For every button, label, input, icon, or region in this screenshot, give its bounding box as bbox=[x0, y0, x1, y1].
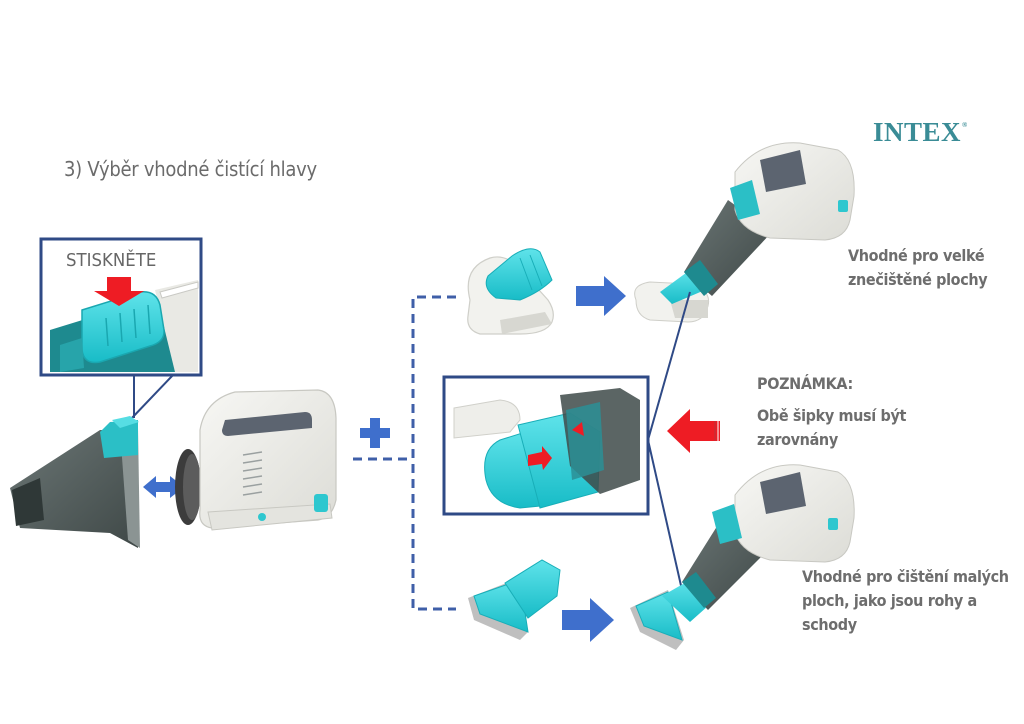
note-body: Obě šipky musí být zarovnány bbox=[757, 404, 946, 452]
description-line: znečištěné plochy bbox=[848, 270, 988, 289]
assembled-vacuum-small-head bbox=[630, 464, 855, 650]
arrow-left-red-icon bbox=[667, 409, 720, 453]
note-title: POZNÁMKA: bbox=[757, 374, 853, 393]
double-arrow-icon bbox=[143, 476, 184, 498]
note-line: Obě šipky musí být bbox=[757, 406, 907, 425]
large-surface-head-illustration bbox=[467, 248, 554, 335]
nozzle-tube-illustration bbox=[10, 416, 140, 548]
motor-unit-illustration bbox=[175, 389, 337, 531]
detail-leader-line bbox=[647, 439, 683, 591]
small-surface-head-illustration bbox=[468, 559, 561, 640]
note-line: zarovnány bbox=[757, 430, 838, 449]
step-title: 3) Výběr vhodné čistící hlavy bbox=[64, 157, 317, 181]
large-surface-description: Vhodné pro velké znečištěné plochy bbox=[848, 244, 1024, 292]
plus-icon bbox=[360, 418, 390, 448]
assembled-vacuum-large-head bbox=[634, 142, 855, 323]
description-line: Vhodné pro čištění malých bbox=[802, 567, 1009, 586]
dashed-connector bbox=[353, 295, 456, 611]
detail-leader-line bbox=[647, 291, 691, 441]
registered-mark: ® bbox=[962, 121, 968, 129]
arrow-right-icon bbox=[562, 598, 614, 642]
brand-logo-text: INTEX bbox=[873, 117, 962, 147]
alignment-detail-box bbox=[442, 375, 650, 516]
description-line: ploch, jako jsou rohy a bbox=[802, 591, 977, 610]
press-label: STISKNĚTE bbox=[66, 250, 157, 271]
small-surface-description: Vhodné pro čištění malých ploch, jako js… bbox=[802, 565, 1018, 637]
callout-leader-line bbox=[129, 374, 174, 421]
description-line: schody bbox=[802, 615, 857, 634]
description-line: Vhodné pro velké bbox=[848, 246, 985, 265]
press-button-callout bbox=[39, 237, 203, 377]
arrow-down-red-icon bbox=[94, 277, 144, 306]
arrow-right-icon bbox=[576, 276, 626, 316]
brand-logo: INTEX® bbox=[873, 117, 968, 148]
latch-detail-illustration bbox=[50, 280, 199, 372]
